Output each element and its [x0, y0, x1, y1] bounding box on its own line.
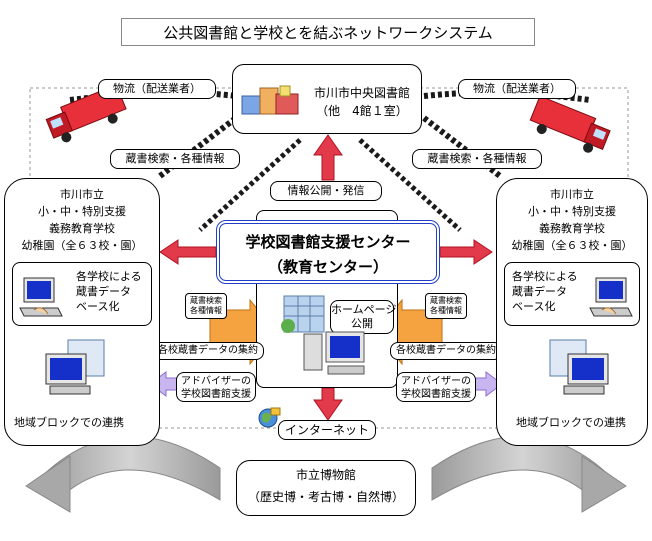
homepage-label: ホームページ 公開 — [330, 300, 397, 334]
left-db-line2: 蔵書データ — [76, 285, 131, 298]
education-center-building-icon — [281, 295, 325, 333]
diagram-title: 公共図書館と学校とを結ぶネットワークシステム — [121, 18, 535, 46]
advisor-label-left-line1: アドバイザーの — [181, 376, 251, 387]
advisor-label-right-line2: 学校図書館支援 — [401, 389, 471, 400]
small-catalog-label-left-line2: 各種情報 — [190, 306, 222, 315]
internet-label: インターネット — [278, 420, 376, 440]
center-pc-icon — [303, 331, 365, 375]
left-schools-line4: 幼稚園（全６３校・園） — [21, 239, 143, 252]
left-region-label: 地域ブロックでの連携 — [14, 416, 124, 429]
advisor-label-left: アドバイザーの 学校図書館支援 — [176, 372, 256, 402]
right-laptop-icon — [589, 277, 633, 317]
homepage-label-line2: 公開 — [351, 317, 373, 330]
library-building-icon — [241, 85, 299, 115]
homepage-label-line1: ホームページ — [331, 303, 397, 316]
right-schools-line1: 市川市立 — [550, 188, 594, 201]
advisor-label-right-line1: アドバイザーの — [401, 376, 471, 387]
data-collection-label-left: 各校蔵書データの集約 — [152, 342, 264, 360]
small-catalog-label-left-line1: 蔵書検索 — [190, 296, 222, 305]
right-db-line2: 蔵書データ — [512, 285, 567, 298]
support-center-sub: （教育センター） — [267, 258, 388, 276]
logistics-label-right: 物流（配送業者） — [458, 79, 576, 99]
left-db-line3: ベース化 — [76, 300, 120, 313]
data-collection-label-right: 各校蔵書データの集約 — [390, 342, 502, 360]
info-publish-label: 情報公開・発信 — [270, 181, 382, 201]
right-region-label: 地域ブロックでの連携 — [516, 416, 626, 429]
left-school-pc-icon — [45, 339, 105, 395]
advisor-label-right: アドバイザーの 学校図書館支援 — [396, 372, 476, 402]
left-schools-line3: 義務教育学校 — [49, 222, 115, 235]
central-library-name: 市川市中央図書館 — [313, 86, 410, 100]
support-center-box: 学校図書館支援センター （教育センター） — [216, 220, 440, 284]
small-catalog-label-right: 蔵書検索 各種情報 — [425, 293, 467, 319]
museum-box — [236, 460, 416, 516]
logistics-label-left: 物流（配送業者） — [98, 79, 216, 99]
right-schools-line3: 義務教育学校 — [539, 222, 605, 235]
advisor-label-left-line2: 学校図書館支援 — [181, 389, 251, 400]
small-catalog-label-right-line2: 各種情報 — [430, 306, 462, 315]
support-center-name: 学校図書館支援センター — [245, 233, 411, 251]
central-library-sub: （他 4館１室） — [316, 104, 408, 118]
right-db-line1: 各学校による — [512, 270, 578, 283]
small-catalog-label-right-line1: 蔵書検索 — [430, 296, 462, 305]
truck-icon — [529, 95, 611, 153]
internet-globe-icon — [258, 407, 281, 428]
catalog-search-label-left: 蔵書検索・各種情報 — [110, 149, 240, 169]
catalog-search-label-right: 蔵書検索・各種情報 — [412, 149, 542, 169]
museum-name: 市立博物館 — [295, 468, 356, 482]
right-db-line3: ベース化 — [512, 300, 556, 313]
right-schools-line2: 小・中・特別支援 — [528, 205, 616, 218]
right-school-pc-icon — [549, 339, 609, 395]
left-schools-line2: 小・中・特別支援 — [38, 205, 126, 218]
left-laptop-icon — [19, 277, 63, 317]
museum-sub: （歴史博・考古博・自然博） — [247, 490, 404, 504]
left-schools-line1: 市川市立 — [60, 188, 104, 201]
small-catalog-label-left: 蔵書検索 各種情報 — [185, 293, 227, 319]
left-db-line1: 各学校による — [76, 270, 142, 283]
right-schools-line4: 幼稚園（全６３校・園） — [511, 239, 633, 252]
